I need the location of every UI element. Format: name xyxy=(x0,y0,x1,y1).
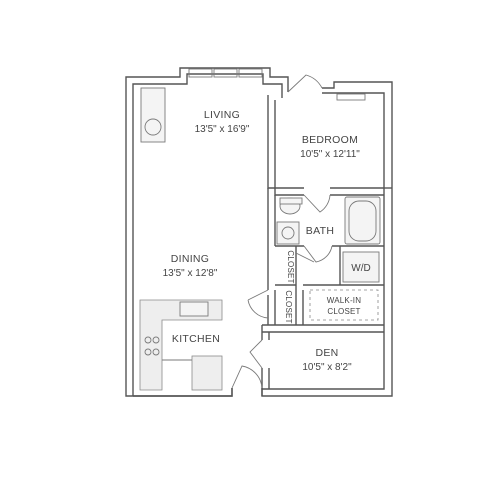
walkin-shelves xyxy=(309,289,379,321)
interior-walls xyxy=(261,95,384,396)
walkin-name-line1: WALK-IN xyxy=(327,296,361,305)
bedroom-label: BEDROOM 10'5" x 12'11" xyxy=(300,134,360,160)
dining-name: DINING xyxy=(171,253,210,265)
door-swings xyxy=(231,74,333,389)
walkin-name-line2: CLOSET xyxy=(327,307,360,316)
kitchen-cabinets xyxy=(139,299,223,391)
den-label: DEN 10'5" x 8'2" xyxy=(302,347,352,373)
living-unit xyxy=(140,87,166,143)
exterior-walls xyxy=(125,67,393,397)
bath-fixtures xyxy=(276,196,381,245)
dining-label: DINING 13'5" x 12'8" xyxy=(163,253,218,279)
washer-dryer xyxy=(342,251,380,283)
den-name: DEN xyxy=(315,347,338,359)
dining-dims: 13'5" x 12'8" xyxy=(163,268,218,279)
walkin-label: WALK-IN CLOSET xyxy=(327,296,361,316)
kitchen-name: KITCHEN xyxy=(172,333,220,345)
living-label: LIVING 13'5" x 16'9" xyxy=(195,109,250,135)
den-dims: 10'5" x 8'2" xyxy=(302,362,352,373)
washer-dryer-label: W/D xyxy=(351,263,370,274)
living-windows xyxy=(188,68,366,101)
hall-closet-label: CLOSET xyxy=(284,290,293,323)
living-dims: 13'5" x 16'9" xyxy=(195,124,250,135)
bath-name: BATH xyxy=(306,225,334,237)
bedroom-dims: 10'5" x 12'11" xyxy=(300,149,360,160)
small-closet-label: CLOSET xyxy=(286,250,295,283)
living-name: LIVING xyxy=(204,109,240,121)
bedroom-name: BEDROOM xyxy=(302,134,358,146)
